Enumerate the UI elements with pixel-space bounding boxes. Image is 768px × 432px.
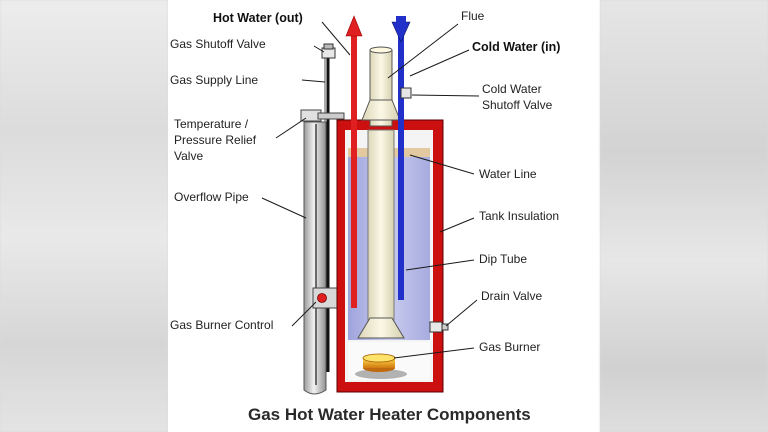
overflow-pipe — [303, 121, 327, 395]
gas-burner — [362, 353, 396, 372]
label-water-line: Water Line — [479, 167, 537, 181]
blurred-background-right — [600, 0, 768, 432]
leader-lines — [261, 21, 480, 359]
cold-water-shutoff-valve — [400, 87, 412, 99]
label-cold-shutoff-line1: Cold Water — [482, 82, 542, 96]
label-tank-insulation: Tank Insulation — [479, 209, 559, 223]
label-gas-supply-line: Gas Supply Line — [170, 73, 258, 87]
hot-water-pipe — [345, 15, 363, 308]
flue — [357, 46, 405, 339]
gas-shutoff-valve — [321, 43, 336, 59]
label-temp-relief-line2: Pressure Relief — [174, 133, 257, 147]
drain-valve — [429, 321, 449, 333]
blurred-background-left — [0, 0, 168, 432]
label-gas-burner: Gas Burner — [479, 340, 540, 354]
cold-water-dip-tube — [391, 16, 411, 300]
label-dip-tube: Dip Tube — [479, 252, 527, 266]
label-flue: Flue — [461, 9, 485, 23]
label-drain-valve: Drain Valve — [481, 289, 542, 303]
label-gas-shutoff-valve: Gas Shutoff Valve — [170, 37, 266, 51]
label-cold-water-in: Cold Water (in) — [472, 40, 560, 54]
temperature-pressure-relief-valve — [300, 109, 345, 122]
gas-burner-control — [312, 287, 338, 309]
label-gas-burner-control: Gas Burner Control — [170, 318, 273, 332]
label-overflow-pipe: Overflow Pipe — [174, 190, 249, 204]
label-temp-relief-line3: Valve — [174, 149, 203, 163]
label-temp-relief-line1: Temperature / — [174, 117, 249, 131]
label-cold-shutoff-line2: Shutoff Valve — [482, 98, 553, 112]
diagram-caption: Gas Hot Water Heater Components — [248, 405, 531, 424]
label-hot-water-out: Hot Water (out) — [213, 11, 303, 25]
